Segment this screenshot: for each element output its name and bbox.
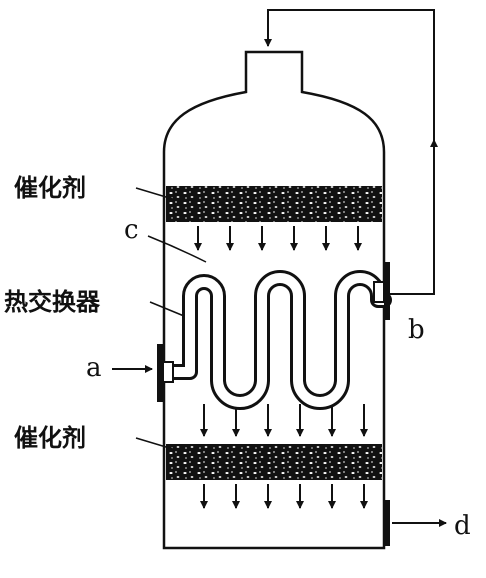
inlet-nozzle-a (157, 344, 174, 402)
leader-heat-exchanger (149, 301, 185, 317)
catalyst-bed-top (166, 186, 382, 222)
leader-c (147, 235, 207, 263)
reactor-vessel (162, 50, 386, 550)
outlet-nozzle-b (373, 262, 390, 320)
flow-arrows-mid (200, 404, 368, 437)
recycle-pipe (264, 9, 435, 295)
leader-catalyst-bottom (135, 437, 177, 451)
label-catalyst-top: 催化剂 (14, 174, 86, 202)
label-d: d (454, 511, 471, 541)
label-catalyst-bottom: 催化剂 (14, 424, 86, 452)
outlet-nozzle-d (384, 500, 390, 546)
heat-exchanger-coil (164, 270, 392, 410)
label-heat-exchanger: 热交换器 (4, 288, 101, 316)
label-c: c (124, 215, 139, 245)
leader-catalyst-top (135, 187, 177, 201)
flow-arrows-bottom (200, 484, 368, 509)
catalyst-bed-bottom (166, 444, 382, 480)
flow-arrows-top (194, 226, 362, 251)
label-b: b (408, 315, 425, 345)
label-a: a (86, 353, 102, 383)
